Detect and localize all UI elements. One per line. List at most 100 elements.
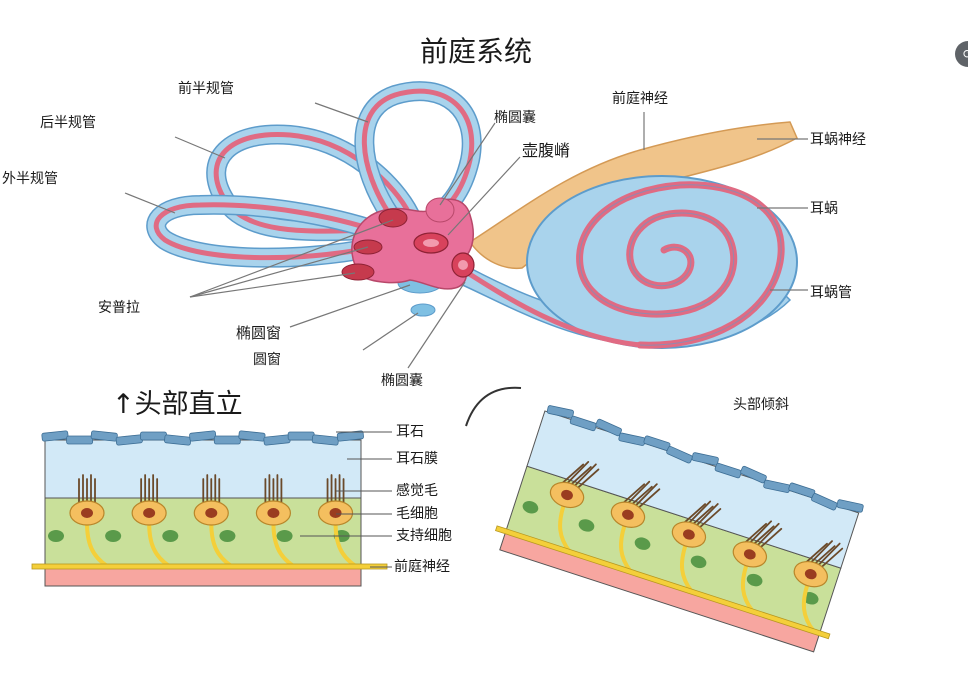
hair-cell-nucleus [622,509,634,520]
label-otoliths: 耳石 [396,424,424,440]
stereocilium [637,488,661,509]
label-cochlea: 耳蜗 [810,201,838,217]
stereocilium [694,503,719,528]
stereocilium [812,545,836,566]
label-utricle: 椭圆囊 [494,110,536,126]
support-cell-nucleus [746,573,763,587]
otolith-crystal [691,452,719,466]
support-cell-nucleus [578,519,595,532]
corner-action-icon[interactable]: ⟳ [955,41,968,67]
otolith-crystal [311,434,339,446]
stereocilium [759,527,783,549]
label-round-window: 圆窗 [253,352,281,368]
hair-cell-nucleus [267,508,280,518]
stereocilium [687,500,712,525]
label-ampullary-crest: 壶腹嵴 [522,141,571,160]
stereocilium [809,540,833,565]
upright-otoliths [41,430,364,446]
label-cochlear-duct: 耳蜗管 [810,285,852,301]
nerve-branch [619,523,633,573]
nerve-branch [740,563,755,613]
stereocilium [633,483,658,508]
otolith-crystal [66,435,94,445]
stereocilium [816,542,841,567]
otolith-crystal [546,405,574,419]
nerve-branch [209,522,233,568]
support-cell-nucleus [105,530,122,542]
tilted-nerve-fiber [495,525,831,640]
stereocilium [748,520,773,545]
stereocilium [698,508,722,529]
support-cell-nucleus [522,501,539,514]
tilted-arrow [465,386,522,427]
nerve-branch [801,583,816,632]
cochlear-duct-spiral-outline [579,184,782,346]
cochlear-duct-lower [458,265,641,348]
hair-cell-nucleus [561,489,573,501]
stereocilium [576,468,600,489]
label-lateral-canal: 外半规管 [2,171,58,187]
otolith-crystal [164,434,192,446]
stereocilium [820,547,844,569]
hair-cell-nucleus [683,529,695,540]
label-stereocilia: 感觉毛 [396,483,438,499]
tilted-panel [465,386,864,653]
label-saccule: 椭圆囊 [381,373,423,389]
stereocilium [569,466,592,487]
hair-cell-nucleus [804,569,817,580]
round-window-shape [410,303,436,317]
semicircular-canals [146,81,482,268]
nerve-branch [85,522,109,568]
upright-nerve-fiber [31,563,388,570]
leader-lines [124,102,808,369]
saccule-macula-center [458,260,468,270]
otolith-crystal [714,462,742,479]
label-anterior-canal: 前半规管 [178,81,234,97]
support-cell-nucleus [219,530,236,542]
hair-cell-nucleus [205,508,218,518]
stereocilium [630,485,653,507]
diagram-title: 前庭系统 [420,35,533,68]
otolith-crystal [836,499,864,513]
support-cell-nucleus [162,530,179,542]
support-cell-nucleus [634,537,651,550]
utricle-macula-center [423,239,439,247]
hair-cell-nucleus [329,508,342,518]
nerve-branch [147,522,171,568]
nerve-branch [679,543,694,593]
otolith-crystal [666,445,693,464]
otolith-crystal [213,435,241,445]
tilted-panel-title: 头部倾斜 [733,397,789,413]
nerve-branch [558,503,572,553]
hair-cell-nucleus [743,549,756,560]
tilted-support-dots [522,501,819,605]
vestibule [341,197,475,317]
support-cell-nucleus [276,530,293,542]
otolith-crystal [287,431,315,441]
upright-hair-cells [69,474,357,568]
stereocilium [683,503,707,524]
upright-panel [31,430,392,587]
stereocilium [561,463,585,484]
ampulla-3 [341,263,375,281]
tilted-otoliths [546,405,864,513]
label-cochlear-nerve: 耳蜗神经 [810,132,866,148]
label-vestibular-nerve: 前庭神经 [612,91,668,107]
hair-cell-nucleus [143,508,156,518]
otolith-crystal [811,493,838,511]
stereocilium [744,522,767,544]
stereocilium [691,505,714,526]
nerve-branch [271,522,295,568]
stereocilium [755,522,780,547]
otolith-crystal [140,431,167,441]
otolith-crystal [189,430,217,442]
stereocilium [573,463,597,488]
label-hair-cell: 毛细胞 [396,506,438,522]
label-posterior-canal: 后半规管 [40,115,96,131]
support-cell-nucleus [48,530,64,542]
label-oval-window: 椭圆窗 [236,324,282,342]
upright-panel-title: ↑头部直立 [112,389,243,420]
stereocilium [565,460,590,486]
lateral-canal-inner [153,202,383,261]
